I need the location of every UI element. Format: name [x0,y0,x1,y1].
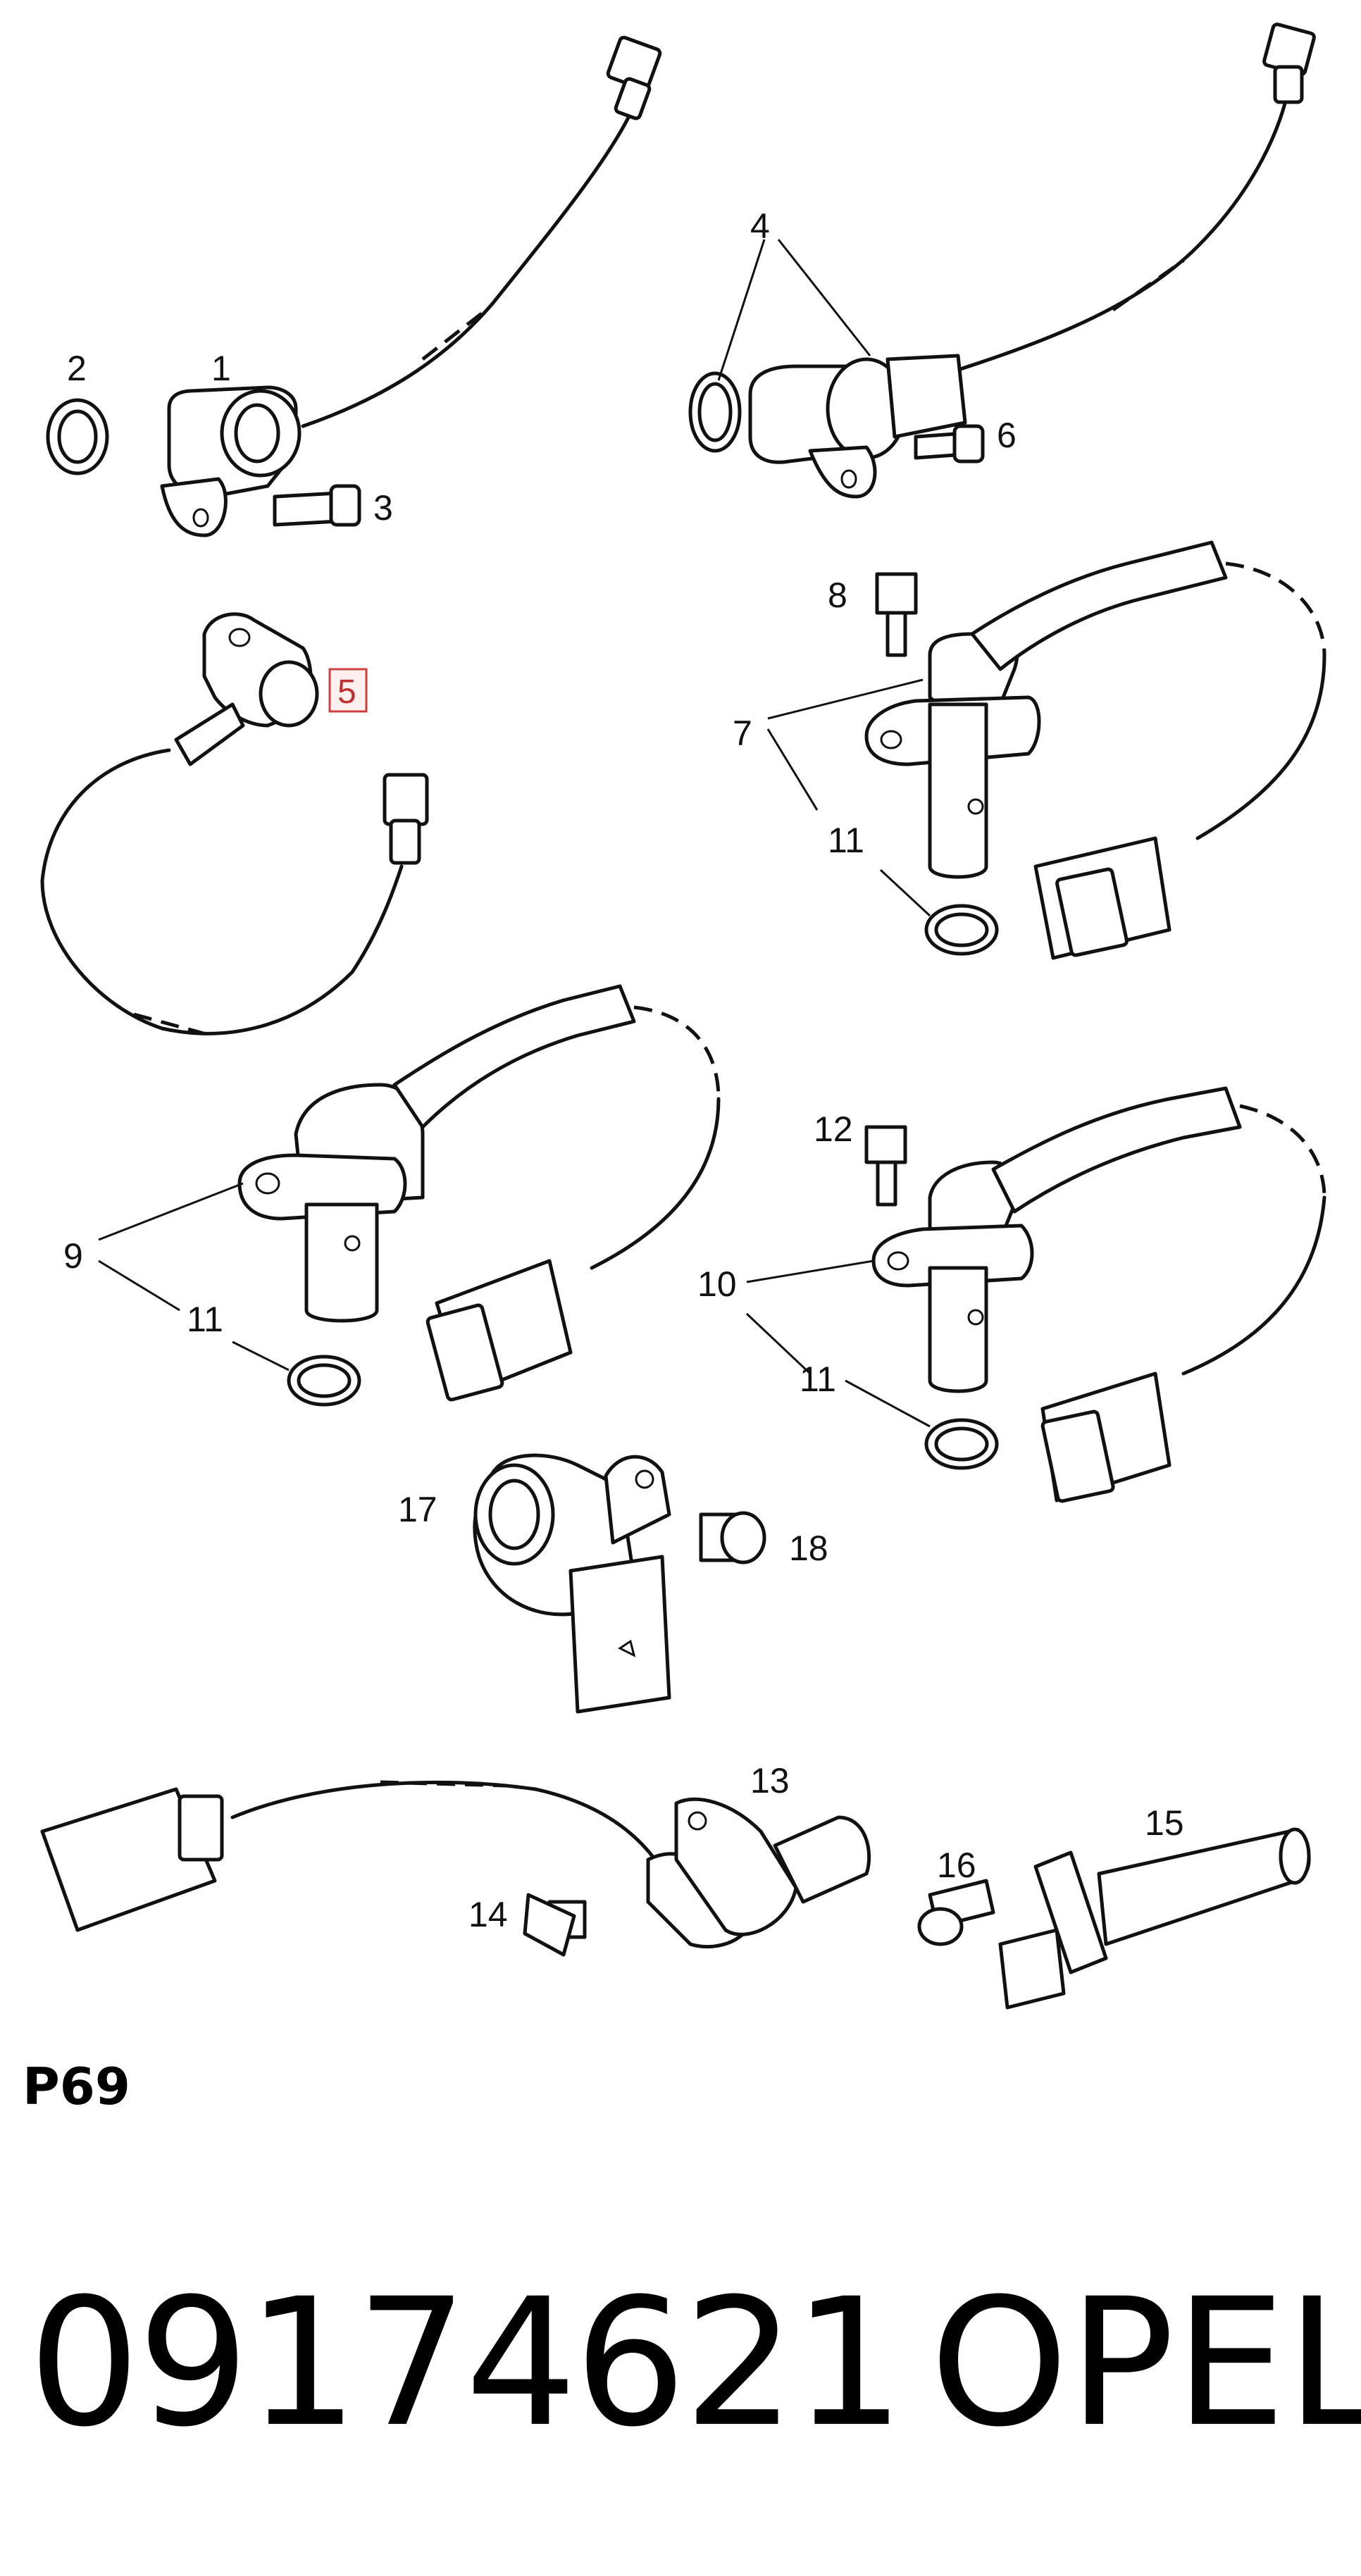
leader-lines [98,239,931,1428]
sensor-part-13 [40,1780,871,1957]
callout-6: 6 [997,416,1017,455]
exploded-view-drawing: 1 2 3 4 5 6 7 8 9 10 11 11 11 12 13 14 1… [40,23,1326,2010]
sensor-part-4 [688,23,1316,499]
callout-3: 3 [373,488,393,528]
callout-13: 13 [750,1761,790,1800]
page-code: P69 [23,2057,130,2116]
callout-11-left: 11 [187,1300,223,1339]
callout-14: 14 [468,1895,508,1934]
callout-16: 16 [937,1846,976,1885]
sensor-part-10 [864,1086,1326,1503]
callout-11-right: 11 [800,1359,836,1399]
callout-12: 12 [814,1109,853,1149]
callout-4: 4 [750,206,770,246]
sensor-part-15 [917,1827,1311,2010]
sensor-part-7 [864,540,1326,960]
part-number: 09174621 [28,2260,905,2465]
sensor-part-1 [46,35,662,537]
callout-7: 7 [733,714,752,753]
callout-1: 1 [211,349,231,388]
callout-17: 17 [398,1490,437,1529]
sensor-part-17 [473,1453,766,1714]
callout-10: 10 [697,1264,737,1304]
callout-8: 8 [828,575,847,615]
callout-2: 2 [67,349,87,388]
brand-name: OPEL [930,2260,1361,2465]
callout-15: 15 [1145,1803,1184,1843]
callout-9: 9 [63,1236,83,1276]
callout-5: 5 [337,673,356,711]
sensor-part-5 [40,612,429,1038]
callout-11-top: 11 [828,821,864,860]
callout-labels: 1 2 3 4 5 6 7 8 9 10 11 11 11 12 13 14 1… [63,206,1184,1934]
sensor-part-9 [237,984,721,1407]
callout-5-highlight [328,668,368,713]
callout-18: 18 [789,1529,828,1568]
